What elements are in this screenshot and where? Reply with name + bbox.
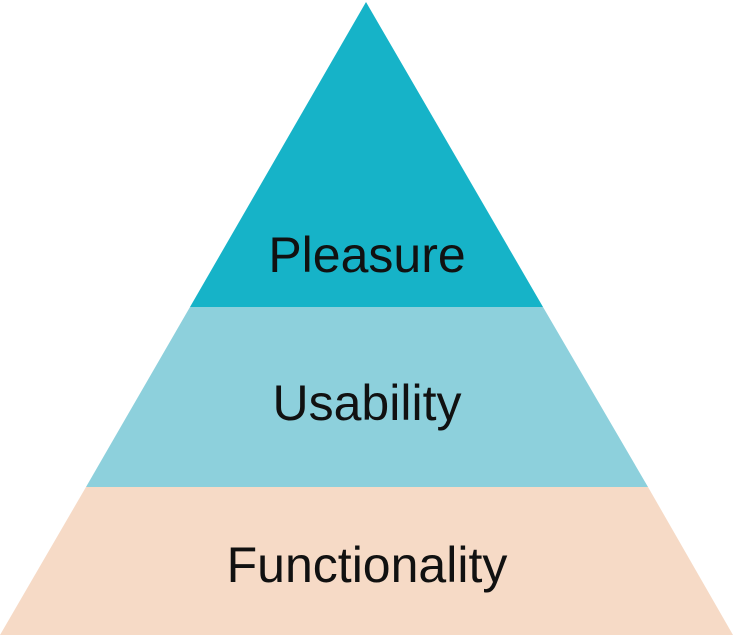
tier-label-functionality: Functionality [227, 537, 508, 593]
tier-usability [86, 307, 648, 487]
tier-pleasure [190, 2, 543, 307]
tier-label-usability: Usability [273, 375, 462, 431]
tier-label-pleasure: Pleasure [268, 227, 465, 283]
tier-functionality [0, 487, 733, 635]
